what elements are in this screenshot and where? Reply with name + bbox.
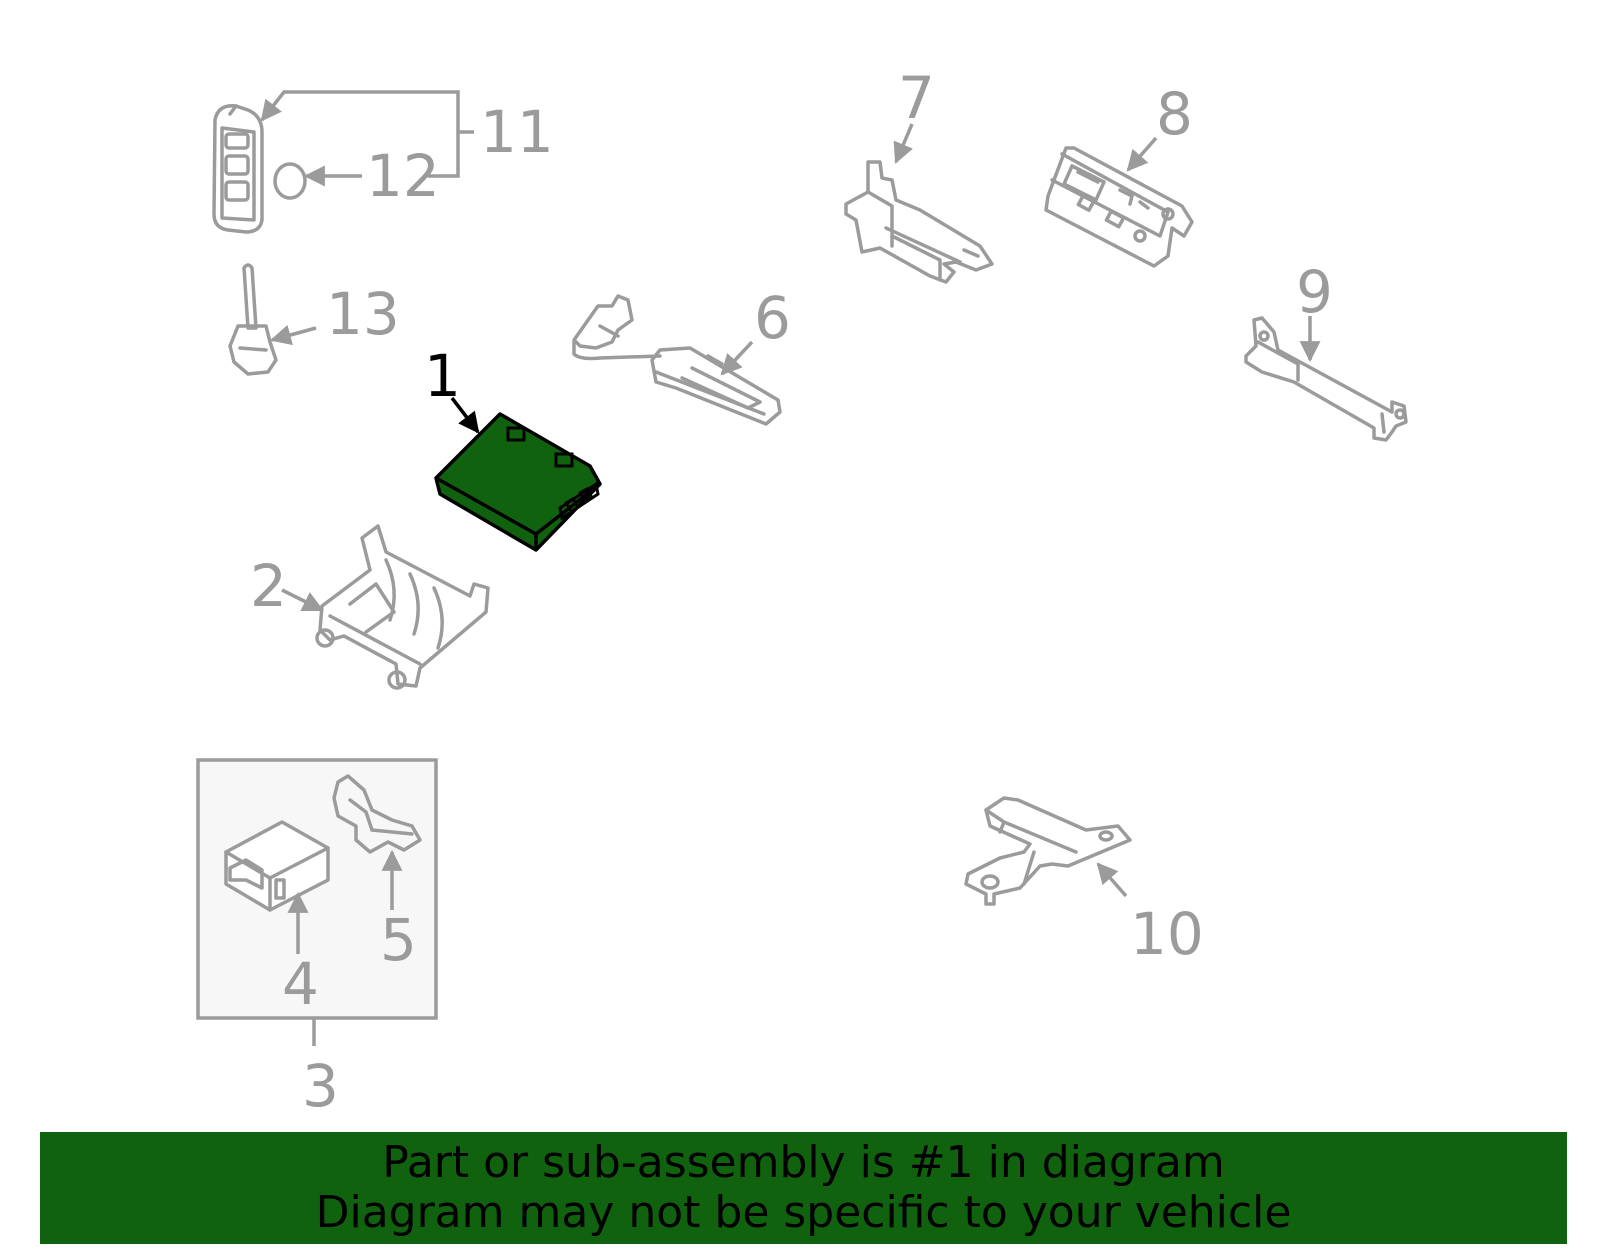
leader-6 [720, 340, 754, 376]
callout-6: 6 [754, 284, 791, 352]
callout-11: 11 [480, 98, 554, 166]
part-1-control-module[interactable] [434, 412, 602, 552]
part-7-antenna-bracket[interactable] [844, 160, 994, 284]
callout-2: 2 [250, 552, 287, 620]
callout-9: 9 [1296, 258, 1333, 326]
leader-11 [260, 90, 474, 178]
part-10-antenna-bracket[interactable] [964, 796, 1132, 906]
leader-2 [281, 588, 324, 612]
leader-8 [1126, 136, 1158, 172]
callout-3: 3 [302, 1052, 339, 1120]
callout-1: 1 [424, 342, 461, 410]
info-banner: Part or sub-assembly is #1 in diagram Di… [40, 1132, 1567, 1244]
part-12-ring[interactable] [273, 162, 307, 200]
part-13-mechanical-key[interactable] [228, 263, 278, 376]
banner-line-2: Diagram may not be specific to your vehi… [315, 1187, 1292, 1238]
callout-5: 5 [380, 906, 417, 974]
part-9-long-bracket[interactable] [1244, 316, 1408, 442]
banner-line-1: Part or sub-assembly is #1 in diagram [382, 1137, 1225, 1188]
leader-7 [893, 123, 914, 164]
callout-8: 8 [1156, 80, 1193, 148]
part-5-bracket[interactable] [332, 774, 422, 854]
callout-13: 13 [326, 280, 400, 348]
part-2-bracket[interactable] [315, 524, 490, 690]
part-6-antenna[interactable] [572, 294, 782, 426]
callout-10: 10 [1130, 900, 1204, 968]
part-8-controller-unit[interactable] [1044, 146, 1194, 268]
callout-12: 12 [366, 142, 440, 210]
callout-7: 7 [898, 64, 935, 132]
leader-13 [269, 324, 317, 346]
callout-4: 4 [282, 950, 319, 1018]
part-11-key-fob[interactable] [212, 104, 264, 234]
leader-10 [1096, 862, 1128, 898]
leader-1 [450, 396, 480, 434]
part-4-module[interactable] [224, 820, 330, 912]
